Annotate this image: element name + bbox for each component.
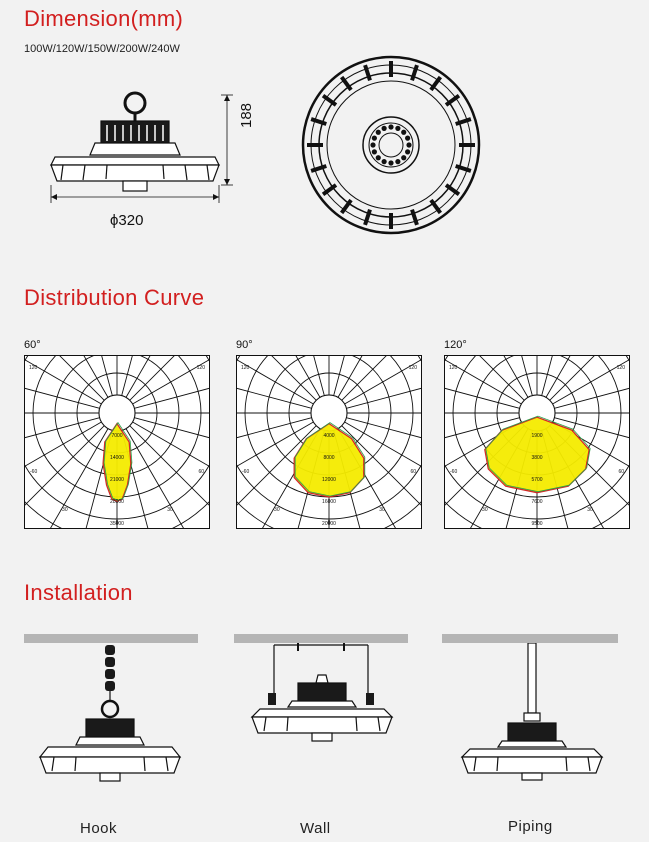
polar-ring-value: 4000 [323, 433, 334, 439]
polar-distribution-chart: 120 120 -60 60 -30 30 0 7000 14000 21000 28000 3500… [24, 355, 210, 529]
height-dimension: 188 [238, 102, 255, 128]
polar-tick-label: 120 [409, 365, 418, 371]
vent-hole [375, 155, 381, 161]
polar-ring-value: 1900 [531, 433, 542, 439]
housing-rib [340, 75, 353, 92]
polar-ring-value: 7000 [111, 433, 122, 439]
vent-hole [401, 155, 407, 161]
model-list: 100W/120W/150W/200W/240W [24, 43, 180, 55]
housing-rib [310, 164, 327, 173]
polar-ring-value: 20000 [322, 521, 336, 527]
housing-rib [444, 183, 461, 196]
diameter-dimension: ϕ320 [110, 212, 144, 229]
polar-ring-value: 12000 [322, 477, 336, 483]
housing-rib [455, 164, 472, 173]
polar-tick-label: 120 [241, 365, 250, 371]
beam-angle-label: 90° [236, 339, 253, 351]
housing-rib [310, 117, 327, 126]
vent-hole [381, 159, 387, 165]
piping-install-drawing [460, 643, 604, 781]
polar-tick-label: 120 [449, 365, 458, 371]
polar-tick-label: 0 [116, 520, 119, 526]
housing-rib [429, 198, 442, 215]
hook-install-drawing [38, 645, 182, 782]
vent-hole [395, 125, 401, 131]
vent-hole [401, 129, 407, 135]
housing-rib [321, 183, 338, 196]
ceiling-bar-hook [24, 634, 198, 643]
polar-tick-label: -30 [60, 507, 67, 513]
polar-distribution-chart: 120 120 -60 60 -30 30 0 1900 3800 5700 7600 9500 [444, 355, 630, 529]
polar-ring-value: 14000 [110, 455, 124, 461]
side-view-drawing [50, 91, 233, 203]
polar-ring-value: 21000 [110, 477, 124, 483]
polar-tick-label: 30 [379, 507, 385, 513]
polar-tick-label: 0 [328, 520, 331, 526]
polar-tick-label: 0 [536, 520, 539, 526]
polar-tick-label: 30 [587, 507, 593, 513]
housing-rib [363, 209, 372, 226]
wall-install-drawing [250, 643, 394, 742]
vent-hole [395, 159, 401, 165]
installation-title: Installation [24, 580, 133, 605]
ceiling-bar-wall [234, 634, 408, 643]
polar-tick-label: -60 [242, 469, 249, 475]
vent-hole [370, 142, 376, 148]
install-label-hook: Hook [80, 820, 118, 837]
polar-ring-value: 35000 [110, 521, 124, 527]
polar-tick-label: -60 [30, 469, 37, 475]
polar-ring-value: 5700 [531, 477, 542, 483]
housing-rib [340, 198, 353, 215]
vent-hole [388, 124, 394, 130]
ceiling-bar-piping [442, 634, 618, 643]
polar-tick-label: -30 [480, 507, 487, 513]
top-view-drawing [301, 55, 481, 235]
dimension-title: Dimension(mm) [24, 6, 184, 31]
housing-rib [429, 75, 442, 92]
housing-rib [455, 117, 472, 126]
vent-hole [406, 142, 412, 148]
polar-distribution-chart: 120 120 -60 60 -30 30 0 4000 8000 12000 16000 20000 [236, 355, 422, 529]
vent-hole [405, 135, 411, 141]
polar-tick-label: 120 [197, 365, 206, 371]
install-label-wall: Wall [300, 820, 331, 837]
polar-ring-value: 16000 [322, 499, 336, 505]
polar-ring-value: 7600 [531, 499, 542, 505]
beam-angle-label: 120° [444, 339, 467, 351]
vent-hole [405, 149, 411, 155]
vent-hole [388, 160, 394, 166]
polar-tick-label: 60 [198, 469, 204, 475]
vent-hole [371, 135, 377, 141]
vent-hole [371, 149, 377, 155]
polar-tick-label: 120 [29, 365, 38, 371]
polar-ring-value: 3800 [531, 455, 542, 461]
polar-tick-label: 120 [617, 365, 626, 371]
vent-hole [381, 125, 387, 131]
polar-ring-value: 28000 [110, 499, 124, 505]
polar-tick-label: 60 [410, 469, 416, 475]
vent-hole [375, 129, 381, 135]
housing-rib [410, 64, 419, 81]
polar-tick-label: -30 [272, 507, 279, 513]
distribution-title: Distribution Curve [24, 285, 205, 310]
housing-rib [363, 64, 372, 81]
housing-rib [410, 209, 419, 226]
polar-tick-label: 60 [618, 469, 624, 475]
beam-angle-label: 60° [24, 339, 41, 351]
polar-ring-value: 9500 [531, 521, 542, 527]
polar-tick-label: -60 [450, 469, 457, 475]
polar-ring-value: 8000 [323, 455, 334, 461]
housing-rib [321, 94, 338, 107]
polar-tick-label: 30 [167, 507, 173, 513]
housing-rib [444, 94, 461, 107]
install-label-piping: Piping [508, 818, 553, 835]
